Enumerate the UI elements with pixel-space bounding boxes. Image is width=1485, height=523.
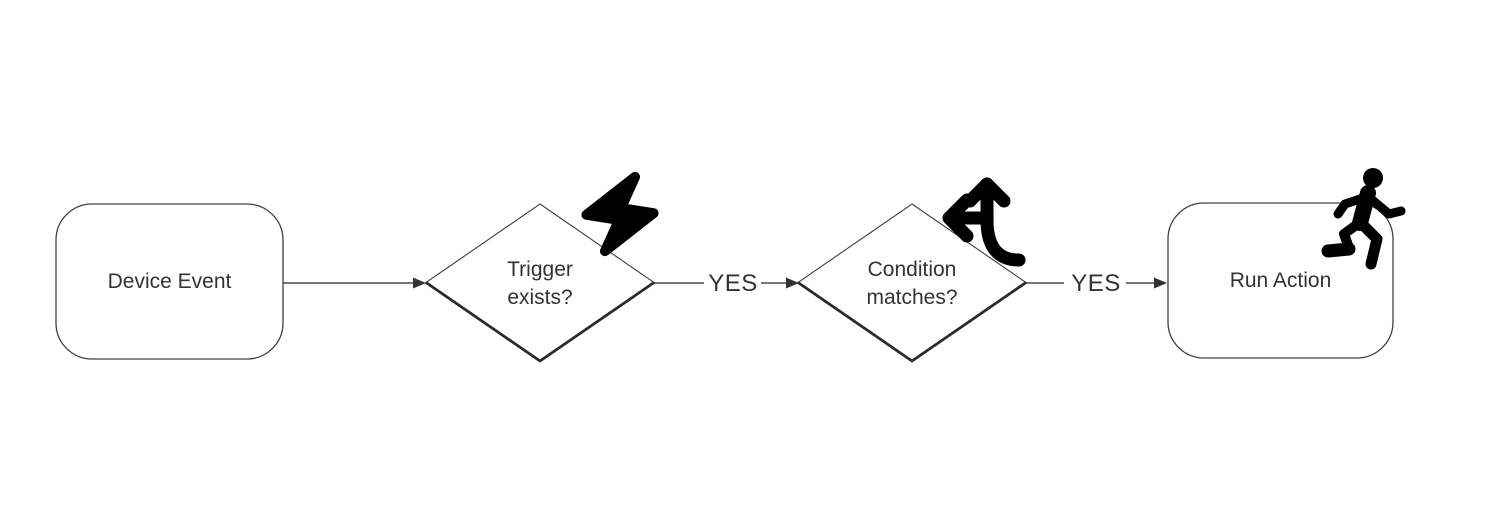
node-trigger-exists <box>425 203 655 363</box>
edge-trigger-to-condition <box>654 277 799 289</box>
edge-device-to-trigger <box>283 277 426 289</box>
node-device-event <box>55 203 284 360</box>
split-arrows-icon <box>942 177 1026 267</box>
person-running-icon <box>1321 168 1406 270</box>
edge-condition-to-run <box>1026 277 1167 289</box>
lightning-bolt-icon <box>581 171 659 257</box>
arrowhead-icon <box>786 277 799 289</box>
arrowhead-icon <box>1154 277 1167 289</box>
node-run-action <box>1167 202 1394 359</box>
arrowhead-icon <box>413 277 426 289</box>
node-condition-matches <box>797 203 1027 363</box>
